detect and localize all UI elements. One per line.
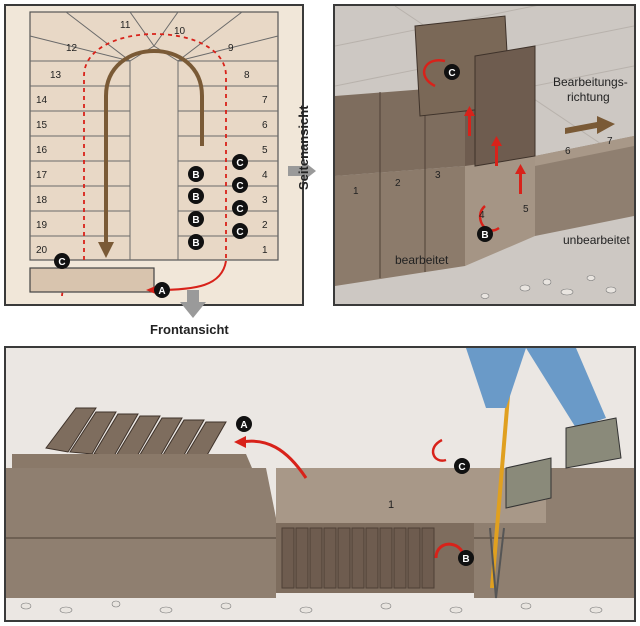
- side-view-panel: 1 2 3 4 5 6 7 bearbeitet unbearbeitet Be…: [333, 4, 636, 306]
- row-num: 12: [66, 43, 78, 54]
- side-view-label: Seitenansicht: [296, 105, 311, 190]
- row-num: 19: [36, 220, 48, 231]
- marker-c: C: [236, 181, 243, 192]
- marker-c: C: [236, 204, 243, 215]
- row-num: 13: [50, 70, 62, 81]
- processing-path: [104, 49, 204, 246]
- row-num: 4: [262, 170, 268, 181]
- row-num: 18: [36, 195, 48, 206]
- row-num: 5: [262, 145, 268, 156]
- row-num: 2: [262, 220, 268, 231]
- row-num: 17: [36, 170, 48, 181]
- row-num: 8: [244, 70, 250, 81]
- path-arrowhead: [98, 242, 114, 258]
- marker-c: C: [448, 68, 455, 79]
- row-num: 16: [36, 145, 48, 156]
- front-view-panel: 1 A C B: [4, 346, 636, 622]
- block-num: 6: [565, 146, 571, 157]
- row-num: 20: [36, 245, 48, 256]
- marker-c: C: [58, 257, 65, 268]
- processed-label: bearbeitet: [395, 253, 449, 267]
- direction-arrow-icon: [565, 116, 615, 134]
- marker-c: C: [236, 227, 243, 238]
- row-num: 10: [174, 26, 186, 37]
- top-view-panel: 12 13 14 15 16 17 18 19 20 11 10 9 8 7 6…: [4, 4, 304, 306]
- row-num: 6: [262, 120, 268, 131]
- marker-b: B: [192, 192, 199, 203]
- block-num: 4: [479, 210, 485, 221]
- direction-label-2: richtung: [567, 90, 610, 104]
- marker-b: B: [192, 170, 199, 181]
- row-num: 14: [36, 95, 48, 106]
- block-num: 5: [523, 204, 529, 215]
- marker-c: C: [458, 462, 465, 473]
- row-num: 3: [262, 195, 268, 206]
- front-view-diagram: 1 A C B: [6, 348, 634, 620]
- arrow-down-icon: [180, 290, 206, 318]
- side-view-diagram: 1 2 3 4 5 6 7 bearbeitet unbearbeitet Be…: [335, 6, 634, 304]
- row-lines: [29, 11, 279, 260]
- row-num: 9: [228, 43, 234, 54]
- row-num: 15: [36, 120, 48, 131]
- marker-b: B: [192, 215, 199, 226]
- block-num: 1: [353, 186, 359, 197]
- marker-a: A: [158, 286, 165, 297]
- marker-b: B: [462, 554, 469, 565]
- row-num: 11: [120, 20, 131, 31]
- front-view-label: Frontansicht: [150, 322, 229, 337]
- pit-number: 1: [388, 499, 394, 511]
- row-num: 1: [262, 245, 268, 256]
- marker-a: A: [240, 420, 247, 431]
- block-num: 7: [607, 136, 613, 147]
- row-num: 7: [262, 95, 268, 106]
- top-view-diagram: 12 13 14 15 16 17 18 19 20 11 10 9 8 7 6…: [6, 6, 302, 304]
- direction-label-1: Bearbeitungs-: [553, 75, 628, 89]
- marker-b: B: [481, 230, 488, 241]
- marker-c: C: [236, 158, 243, 169]
- marker-b: B: [192, 238, 199, 249]
- block-num: 2: [395, 178, 401, 189]
- arrow-right-icon: [288, 160, 316, 182]
- block-num: 3: [435, 170, 441, 181]
- deposit-slab: [29, 267, 155, 293]
- unprocessed-label: unbearbeitet: [563, 233, 630, 247]
